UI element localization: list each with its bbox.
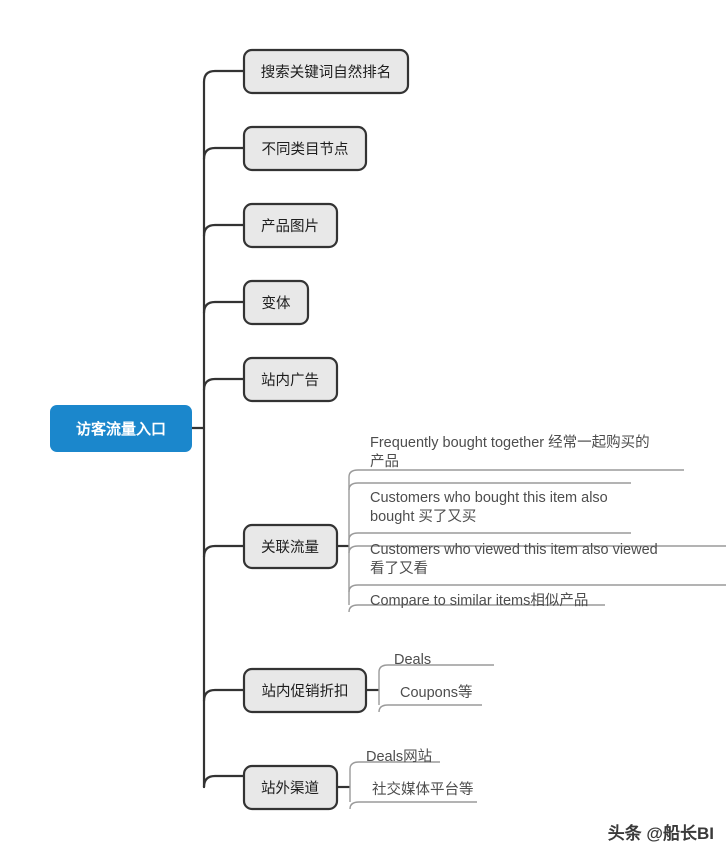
leaf-compare-to-similar-items[interactable]: Compare to similar items相似产品 — [370, 592, 588, 609]
branch-node-offsite-channels[interactable]: 站外渠道 — [242, 764, 339, 811]
leaf-line-1: Deals — [394, 652, 431, 668]
leaf-line-2: 看了又看 — [370, 560, 428, 577]
leaf-line-1: 社交媒体平台等 — [372, 780, 474, 798]
leaf-underline-customers-viewed — [348, 584, 726, 593]
leaf-underline-deals — [378, 664, 494, 673]
leaf-underline-customers-bought — [348, 532, 631, 541]
leaf-line-1: Deals网站 — [366, 748, 432, 765]
subtrunk-offsite-channels — [337, 761, 477, 810]
branch-node-search-keyword-ranking[interactable]: 搜索关键词自然排名 — [242, 48, 410, 95]
leaf-underline-frequently-bought-together — [348, 469, 684, 478]
leaf-customers-who-viewed-also-viewed[interactable]: Customers who viewed this item also view… — [370, 542, 658, 577]
leaf-underline-coupons — [378, 704, 482, 713]
branch-node-onsite-ads[interactable]: 站内广告 — [242, 356, 339, 403]
leaf-deals[interactable]: Deals — [394, 652, 431, 668]
branch-node-label: 搜索关键词自然排名 — [261, 64, 392, 81]
branch-node-box — [242, 202, 339, 249]
branch-node-label: 站内促销折扣 — [262, 683, 349, 700]
branch-node-box — [242, 279, 310, 326]
branch-node-onsite-promotion-discount[interactable]: 站内促销折扣 — [242, 667, 368, 714]
root-node[interactable]: 访客流量入口 — [50, 405, 192, 452]
connector-branch-4 — [202, 300, 246, 315]
branch-node-category-nodes[interactable]: 不同类目节点 — [242, 125, 368, 172]
connector-branch-7 — [202, 688, 246, 703]
branch-node-box — [242, 356, 339, 403]
branch-node-label: 变体 — [262, 295, 291, 312]
leaf-deals-websites[interactable]: Deals网站 — [366, 748, 432, 765]
branch-node-label: 站内广告 — [261, 372, 319, 389]
subtrunk-onsite-promotion — [366, 664, 494, 713]
connector-branch-3 — [202, 223, 246, 238]
leaf-line-1: Frequently bought together 经常一起购买的 — [370, 434, 650, 451]
leaf-customers-who-bought-also-bought[interactable]: Customers who bought this item also boug… — [370, 490, 608, 525]
branch-node-label: 关联流量 — [261, 539, 319, 556]
leaf-social-media-platforms[interactable]: 社交媒体平台等 — [372, 780, 474, 798]
branch-node-box — [242, 48, 410, 95]
connector-branch-6 — [202, 544, 246, 559]
leaf-topline-customers-viewed — [348, 545, 726, 554]
leaf-underline-compare-similar — [348, 604, 605, 613]
trunk-connectors — [190, 69, 246, 789]
branch-node-related-traffic[interactable]: 关联流量 — [242, 523, 339, 570]
watermark-label: 头条 @船长BI — [608, 823, 714, 843]
leaf-underline-social-media — [349, 801, 477, 810]
leaf-frequently-bought-together[interactable]: Frequently bought together 经常一起购买的 产品 — [370, 434, 650, 470]
branch-node-variations[interactable]: 变体 — [242, 279, 310, 326]
branch-node-box — [242, 125, 368, 172]
connector-branch-8 — [202, 774, 246, 789]
connector-branch-2 — [202, 146, 246, 161]
branch-node-product-images[interactable]: 产品图片 — [242, 202, 339, 249]
leaf-line-1: Compare to similar items相似产品 — [370, 592, 588, 609]
root-node-box — [50, 405, 192, 452]
leaf-topline-customers-bought — [348, 482, 631, 491]
branch-node-label: 站外渠道 — [261, 780, 319, 797]
branch-node-label: 不同类目节点 — [262, 141, 349, 158]
root-node-label: 访客流量入口 — [76, 420, 166, 438]
leaf-line-1: Customers who viewed this item also view… — [370, 542, 658, 558]
leaf-line-1: Customers who bought this item also — [370, 490, 608, 506]
leaf-line-2: 产品 — [370, 453, 399, 470]
leaf-coupons[interactable]: Coupons等 — [400, 683, 473, 701]
leaf-line-1: Coupons等 — [400, 683, 473, 701]
connector-branch-5 — [202, 377, 246, 392]
leaf-underline-deals-websites — [349, 761, 440, 770]
subtrunk-related-traffic — [337, 469, 726, 613]
leaf-line-2: bought 买了又买 — [370, 508, 476, 525]
branch-node-label: 产品图片 — [261, 218, 319, 235]
connector-branch-1 — [202, 69, 246, 84]
